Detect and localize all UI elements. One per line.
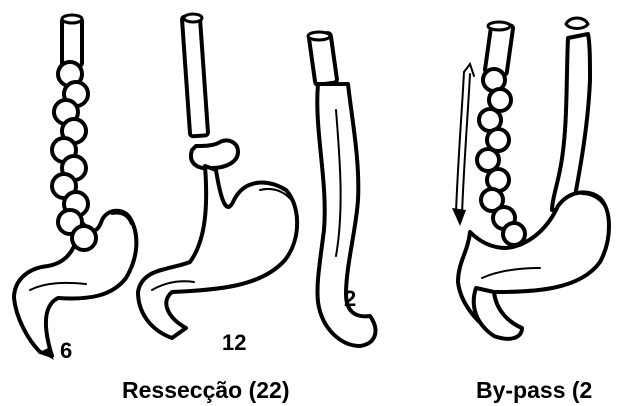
fig1-varices <box>52 62 96 250</box>
fig2-esophagus-tube <box>182 16 208 137</box>
figure-2-resection: 12 <box>138 14 297 355</box>
fig1-esophagus-tube <box>62 18 82 66</box>
fig2-count: 12 <box>222 330 246 355</box>
figure-3-narrow-stomach: 2 <box>308 32 375 346</box>
fig4-flow-arrow <box>452 64 474 226</box>
fig2-tube-opening <box>184 14 202 22</box>
fig3-count: 2 <box>344 286 356 311</box>
fig2-collar <box>191 140 238 168</box>
fig1-tube-opening <box>62 15 82 23</box>
fig1-count: 6 <box>60 338 72 363</box>
figure-1-varices-resection: 6 <box>14 15 136 363</box>
caption-resection: Ressecção (22) <box>122 377 290 403</box>
figure-4-bypass <box>452 18 609 339</box>
caption-bypass: By-pass (2 <box>476 377 592 403</box>
fig4-tube-opening <box>488 22 510 30</box>
fig4-varices <box>477 69 525 245</box>
fig2-stomach <box>138 166 297 338</box>
fig4-bypass-opening <box>566 18 588 29</box>
fig4-duodenum <box>474 288 522 339</box>
fig3-tube-opening <box>308 32 330 40</box>
fig4-bypass-tube <box>552 34 590 212</box>
